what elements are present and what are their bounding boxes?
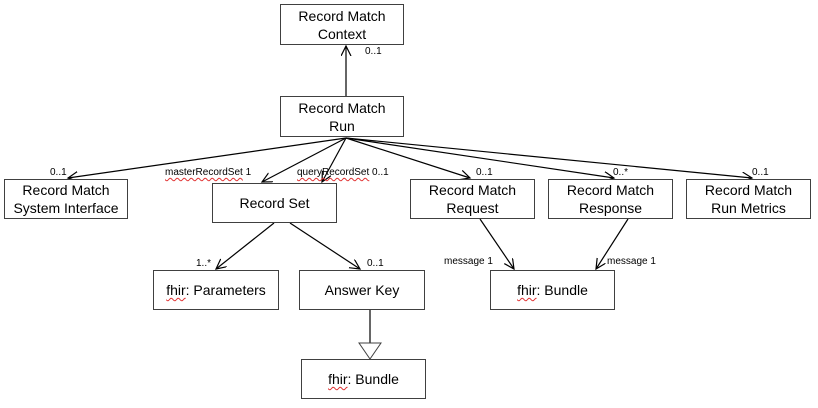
run-to-metrics-edge [345, 137, 752, 178]
run-to-response-edge [345, 137, 614, 178]
box-line: Record Match [298, 7, 386, 24]
response-message-label: message 1 [607, 256, 656, 268]
answerkey-multiplicity-label: 0..1 [367, 258, 384, 269]
box-line: Run [329, 117, 355, 134]
record-match-response-box[interactable]: Record Match Response [548, 179, 673, 219]
response-to-bundle-edge [596, 218, 629, 269]
record-match-context-box[interactable]: Record Match Context [280, 4, 404, 45]
box-prefix: fhir [517, 282, 537, 298]
recordset-to-parameters-edge [216, 222, 275, 269]
request-message-multiplicity: 1 [487, 256, 493, 267]
box-line: System Interface [13, 200, 119, 216]
box-line: Run Metrics [711, 200, 786, 216]
record-set-box[interactable]: Record Set [212, 183, 337, 223]
record-match-run-metrics-box[interactable]: Record Match Run Metrics [686, 179, 811, 219]
query-multiplicity-text: 0..1 [372, 167, 389, 178]
request-message-role: message [444, 256, 485, 267]
box-line: Request [446, 200, 499, 216]
box-prefix: fhir [166, 282, 186, 298]
run-to-request-edge [345, 137, 470, 178]
request-to-bundle-edge [479, 218, 514, 269]
master-role-text: masterRecordSet [165, 167, 243, 178]
request-message-label: message 1 [444, 256, 493, 268]
response-message-role: message [607, 256, 648, 267]
master-role-label: masterRecordSet 1 [165, 167, 251, 179]
box-line: : Parameters [185, 282, 266, 298]
box-line: : Bundle [536, 282, 588, 298]
metrics-multiplicity-label: 0..1 [752, 167, 769, 178]
record-match-request-box[interactable]: Record Match Request [410, 179, 535, 219]
record-match-run-box[interactable]: Record Match Run [280, 96, 404, 137]
run-to-system-edge [68, 137, 347, 178]
master-multiplicity-text: 1 [245, 167, 252, 178]
box-line: Record Match [704, 182, 793, 198]
run-to-master-recordset-edge [262, 137, 347, 182]
query-role-text: queryRecordSet [297, 167, 370, 178]
box-line: Record Match [428, 182, 517, 198]
recordset-to-answerkey-edge [289, 222, 360, 269]
record-match-system-interface-box[interactable]: Record Match System Interface [4, 179, 128, 219]
box-line: : Bundle [347, 371, 399, 387]
box-prefix: fhir [328, 371, 348, 387]
response-multiplicity-label: 0..* [613, 167, 629, 178]
run-to-query-recordset-edge [322, 137, 347, 182]
response-message-multiplicity: 1 [650, 256, 656, 267]
answer-key-box[interactable]: Answer Key [299, 270, 425, 310]
query-role-label: queryRecordSet 0..1 [297, 167, 389, 179]
box-line: Response [578, 200, 643, 216]
fhir-bundle-answer-key-box[interactable]: fhir: Bundle [301, 359, 426, 399]
generalization-triangle [358, 342, 382, 360]
box-line: Record Set [239, 195, 310, 211]
fhir-bundle-message-box[interactable]: fhir: Bundle [490, 270, 615, 310]
box-line: Record Match [22, 182, 110, 198]
box-line: Answer Key [324, 282, 400, 298]
box-line: Record Match [298, 99, 386, 116]
system-multiplicity-label: 0..1 [50, 167, 67, 178]
request-multiplicity-label: 0..1 [476, 167, 493, 178]
fhir-parameters-box[interactable]: fhir: Parameters [153, 270, 279, 310]
context-multiplicity-label: 0..1 [365, 46, 382, 57]
box-line: Context [317, 25, 367, 42]
box-line: Record Match [566, 182, 655, 198]
parameters-multiplicity-label: 1..* [196, 258, 212, 269]
